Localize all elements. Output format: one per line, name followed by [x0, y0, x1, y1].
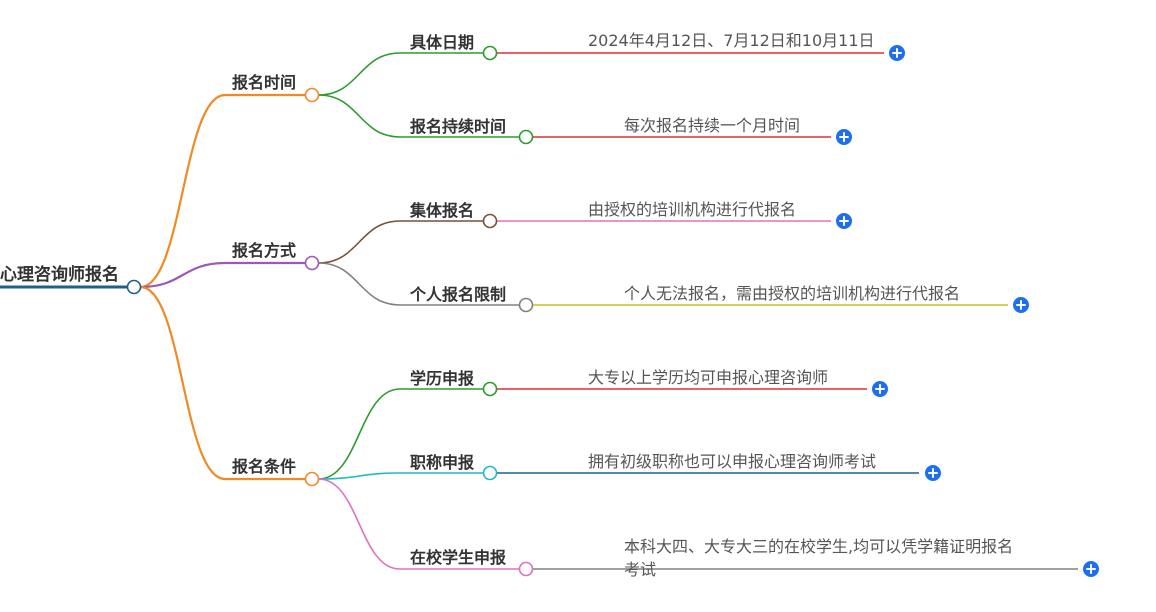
branch-node-method[interactable] [304, 255, 320, 271]
leaf-node-group[interactable] [482, 213, 498, 229]
leaf-label-individual-limit[interactable]: 个人报名限制 [410, 285, 507, 304]
branch-node-time[interactable] [304, 87, 320, 103]
plus-glyph [839, 132, 849, 142]
expand-plus-specific-date[interactable] [889, 45, 905, 61]
expand-plus-title[interactable] [925, 465, 941, 481]
connector-condition-to-title [317, 472, 401, 480]
detail-text-group: 由授权的培训机构进行代报名 [588, 200, 797, 219]
expand-plus-individual-limit[interactable] [1013, 297, 1029, 313]
plus-glyph [875, 384, 885, 394]
branch-node-condition[interactable] [304, 471, 320, 487]
plus-glyph [1016, 300, 1026, 310]
connector-method-to-group [317, 220, 401, 264]
leaf-label-student[interactable]: 在校学生申报 [410, 548, 507, 567]
connector-time-to-specific-date [317, 52, 401, 96]
leaf-label-title[interactable]: 职称申报 [410, 453, 475, 472]
leaf-node-specific-date[interactable] [482, 45, 498, 61]
detail-text-individual-limit: 个人无法报名，需由授权的培训机构进行代报名 [624, 284, 961, 303]
detail-text-title: 拥有初级职称也可以申报心理咨询师考试 [588, 452, 877, 471]
connector-root-to-method [139, 261, 227, 289]
branch-label-condition[interactable]: 报名条件 [232, 457, 297, 476]
root-node[interactable] [126, 279, 142, 295]
leaf-label-group[interactable]: 集体报名 [410, 201, 475, 220]
plus-glyph [892, 48, 902, 58]
connector-method-to-individual-limit [317, 262, 401, 306]
leaf-node-individual-limit[interactable] [518, 297, 534, 313]
expand-plus-group[interactable] [836, 213, 852, 229]
expand-plus-education[interactable] [872, 381, 888, 397]
connector-time-to-duration [317, 94, 401, 138]
leaf-label-duration[interactable]: 报名持续时间 [410, 117, 507, 136]
leaf-label-specific-date[interactable]: 具体日期 [410, 33, 475, 52]
plus-glyph [839, 216, 849, 226]
detail-text-duration: 每次报名持续一个月时间 [624, 116, 801, 135]
detail-text-student-line1: 本科大四、大专大三的在校学生,均可以凭学籍证明报名 [624, 537, 1014, 556]
leaf-node-duration[interactable] [518, 129, 534, 145]
plus-glyph [1086, 564, 1096, 574]
leaf-label-education[interactable]: 学历申报 [410, 369, 475, 388]
detail-text-education: 大专以上学历均可申报心理咨询师 [588, 368, 829, 387]
detail-text-student-line2: 考试 [624, 560, 657, 579]
expand-plus-duration[interactable] [836, 129, 852, 145]
root-node-label[interactable]: 心理咨询师报名 [0, 265, 119, 285]
branch-label-method[interactable]: 报名方式 [232, 241, 297, 260]
leaf-node-title[interactable] [482, 465, 498, 481]
connector-root-to-time [139, 93, 227, 289]
detail-text-specific-date: 2024年4月12日、7月12日和10月11日 [588, 31, 875, 50]
connector-condition-to-education [317, 388, 401, 480]
branch-label-time[interactable]: 报名时间 [232, 73, 297, 92]
plus-glyph [928, 468, 938, 478]
leaf-node-education[interactable] [482, 381, 498, 397]
connector-root-to-condition [139, 285, 227, 481]
leaf-node-student[interactable] [518, 561, 534, 577]
connector-condition-to-student [317, 478, 401, 570]
expand-plus-student[interactable] [1083, 561, 1099, 577]
